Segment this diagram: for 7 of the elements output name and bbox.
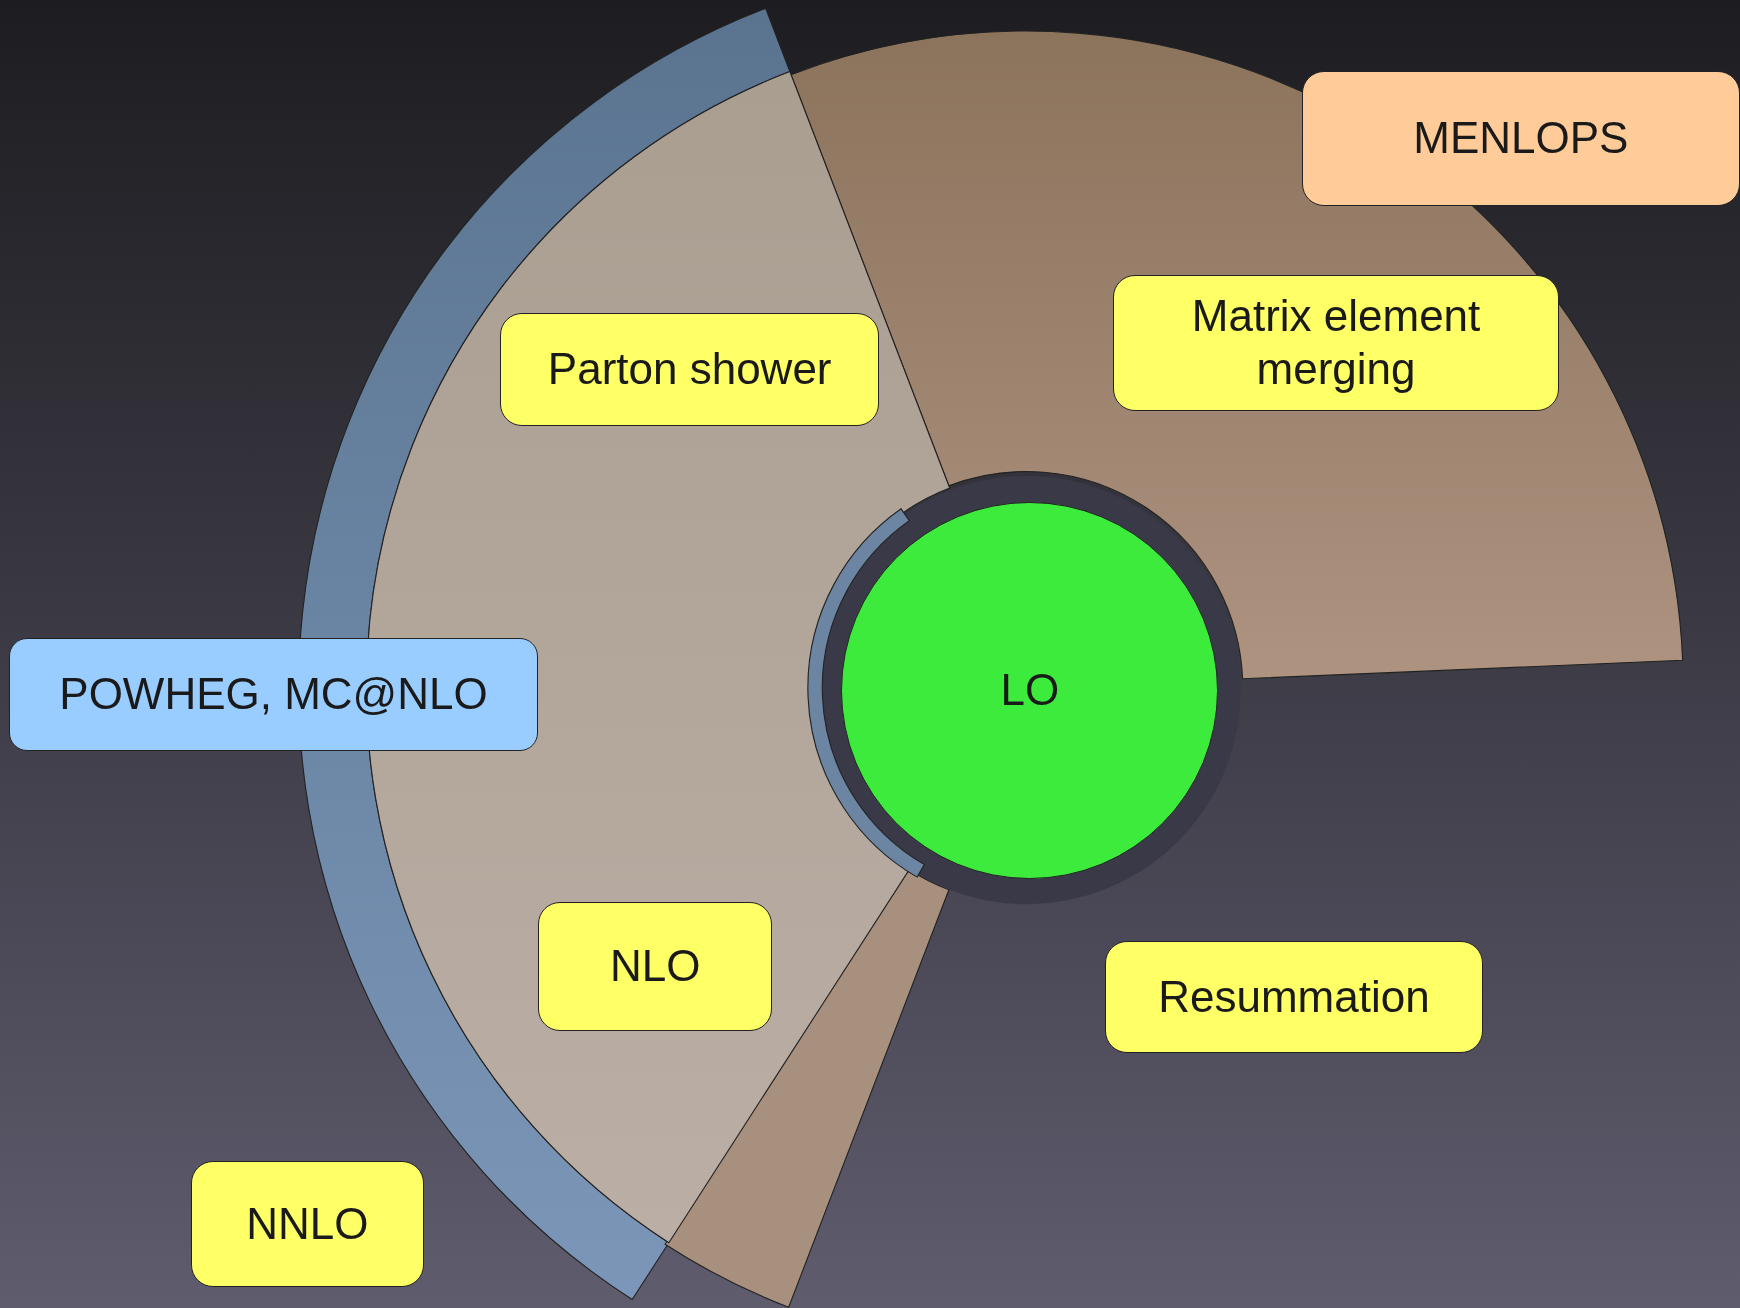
label-box: MENLOPS [1301, 71, 1740, 207]
label-box: NNLO [190, 1160, 424, 1288]
label-box: Parton shower [500, 312, 879, 427]
label-box: NLO [538, 902, 773, 1031]
label-box: POWHEG, MC@NLO [8, 638, 539, 752]
label-box: Resummation [1105, 941, 1483, 1054]
label-box: Matrix element merging [1113, 275, 1560, 411]
